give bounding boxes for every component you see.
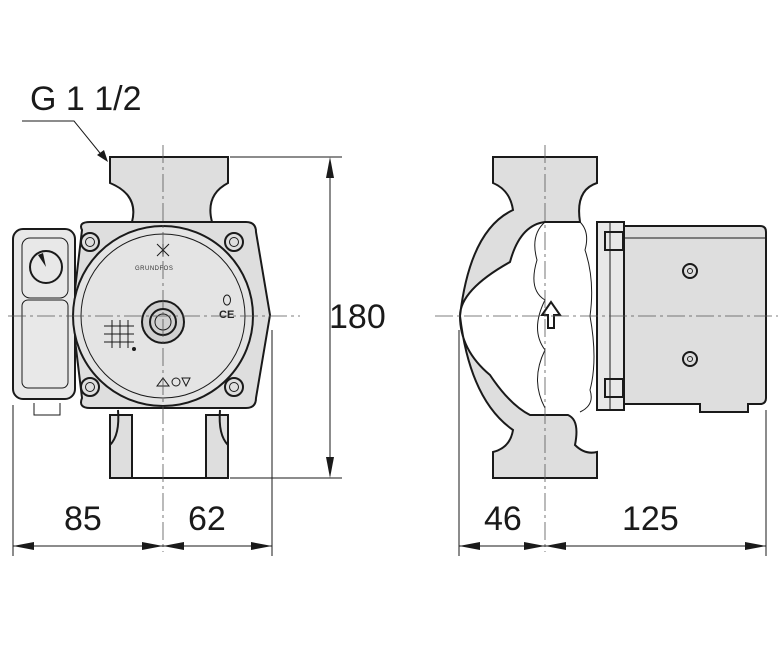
side-arrow-mid-right-icon: [545, 542, 566, 550]
front-screw-top-right-icon: [224, 232, 244, 252]
ce-mark: CE: [219, 309, 234, 321]
side-volute-right-edge: [579, 221, 595, 413]
side-screw-top-icon: [682, 263, 698, 279]
side-screw-bottom-icon: [682, 351, 698, 367]
side-view: [435, 145, 778, 552]
front-view: GRUNDFOS CE: [8, 145, 300, 552]
side-right-value: 125: [622, 500, 679, 538]
thread-callout: G 1 1/2: [22, 80, 142, 162]
front-screw-bottom-left-icon: [80, 377, 100, 397]
info-circle-icon: [223, 294, 231, 306]
height-arrow-top-icon: [326, 157, 334, 178]
side-arrow-right-icon: [745, 542, 766, 550]
side-arrow-mid-left-icon: [524, 542, 545, 550]
thread-leader-line: [22, 120, 105, 159]
front-arrow-right-icon: [251, 542, 272, 550]
height-dimension: 180: [230, 156, 386, 479]
front-control-box-bracket: [33, 403, 61, 416]
front-left-value: 85: [64, 500, 102, 538]
front-speed-selector-dial: [29, 250, 63, 284]
side-width-dimensions: 46 125: [458, 330, 767, 556]
height-arrow-bottom-icon: [326, 457, 334, 478]
front-control-box-lower-window: [21, 299, 69, 389]
front-right-value: 62: [188, 500, 226, 538]
flow-direction-arrow-icon: [540, 300, 562, 329]
heating-indicator-dot: [132, 347, 136, 351]
mode-symbols-icon: [156, 377, 191, 388]
side-pump-housing: [458, 156, 598, 479]
front-width-dimensions: 85 62: [12, 330, 273, 556]
side-motor-body: [623, 225, 767, 413]
front-bottom-right-curve: [218, 409, 229, 446]
front-arrow-left-icon: [13, 542, 34, 550]
height-value: 180: [329, 298, 386, 336]
front-arrow-mid-left-icon: [142, 542, 163, 550]
thread-label: G 1 1/2: [30, 80, 142, 118]
front-control-box-top-window: [21, 237, 69, 299]
front-dial-pointer-icon: [38, 253, 46, 267]
heating-system-icon: [104, 320, 134, 348]
side-left-value: 46: [484, 500, 522, 538]
side-arrow-left-icon: [459, 542, 480, 550]
front-screw-bottom-right-icon: [224, 377, 244, 397]
front-arrow-mid-right-icon: [163, 542, 184, 550]
front-screw-top-left-icon: [80, 232, 100, 252]
front-bottom-left-curve: [109, 409, 120, 446]
thread-leader-arrow-icon: [97, 150, 108, 162]
brand-logo-text: GRUNDFOS: [135, 266, 173, 272]
